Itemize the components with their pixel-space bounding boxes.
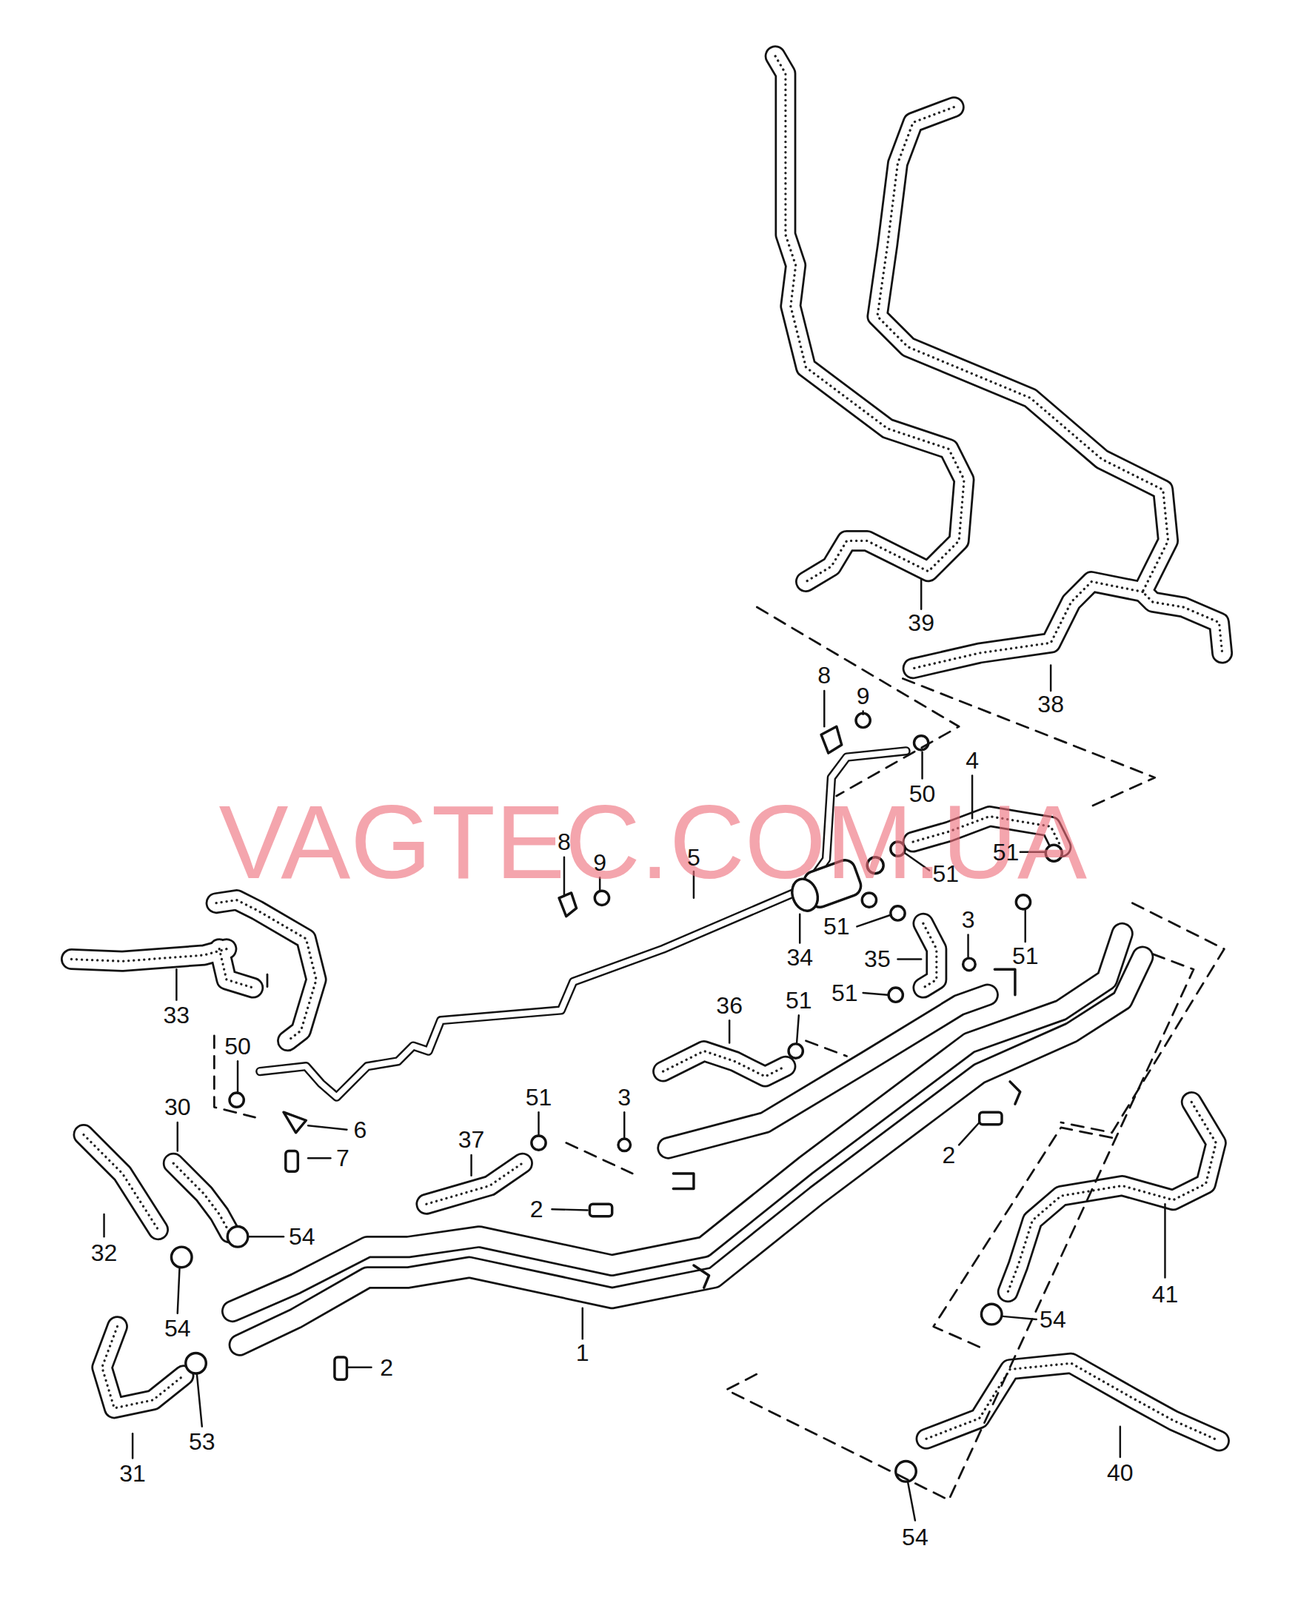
callout-number: 54 (901, 1525, 929, 1549)
callout-number: 2 (530, 1197, 544, 1221)
callout-number: 9 (856, 684, 871, 708)
callout-number: 7 (336, 1146, 350, 1170)
callout-number: 54 (288, 1224, 316, 1249)
callout-number: 8 (557, 830, 571, 854)
callout-number: 4 (965, 748, 979, 773)
callout-number: 36 (715, 993, 743, 1018)
callout-number: 51 (831, 981, 859, 1005)
coolant-hoses (71, 56, 1222, 1441)
callout-number: 50 (909, 781, 936, 806)
callout-number: 39 (907, 610, 935, 635)
callout-number: 3 (617, 1085, 631, 1110)
callout-number: 8 (817, 663, 831, 688)
callout-number: 32 (91, 1240, 118, 1265)
callout-number: 2 (379, 1355, 394, 1380)
callout-number: 37 (458, 1127, 485, 1152)
callout-number: 41 (1152, 1282, 1179, 1307)
callout-number: 51 (785, 988, 813, 1013)
callout-number: 34 (786, 945, 813, 970)
callout-number: 51 (1012, 944, 1039, 968)
callout-number: 5 (687, 845, 701, 870)
callout-number: 38 (1037, 692, 1064, 716)
callout-number: 31 (119, 1461, 146, 1486)
callout-number: 40 (1106, 1460, 1134, 1485)
callout-number: 2 (941, 1143, 956, 1167)
callout-number: 51 (992, 840, 1020, 865)
callout-number: 9 (593, 850, 607, 875)
callout-number: 54 (1039, 1307, 1067, 1332)
callout-number: 53 (188, 1429, 216, 1454)
callout-number: 30 (164, 1095, 192, 1119)
callout-number: 51 (932, 861, 959, 886)
callout-number: 33 (163, 1003, 191, 1027)
callout-number: 50 (224, 1034, 252, 1059)
callout-number: 6 (353, 1118, 367, 1142)
callout-number: 3 (961, 907, 976, 932)
callout-number: 1 (576, 1340, 590, 1365)
callout-number: 54 (164, 1316, 192, 1341)
callout-number: 51 (525, 1085, 553, 1110)
callout-number: 35 (864, 947, 891, 971)
callout-number: 51 (823, 914, 851, 939)
